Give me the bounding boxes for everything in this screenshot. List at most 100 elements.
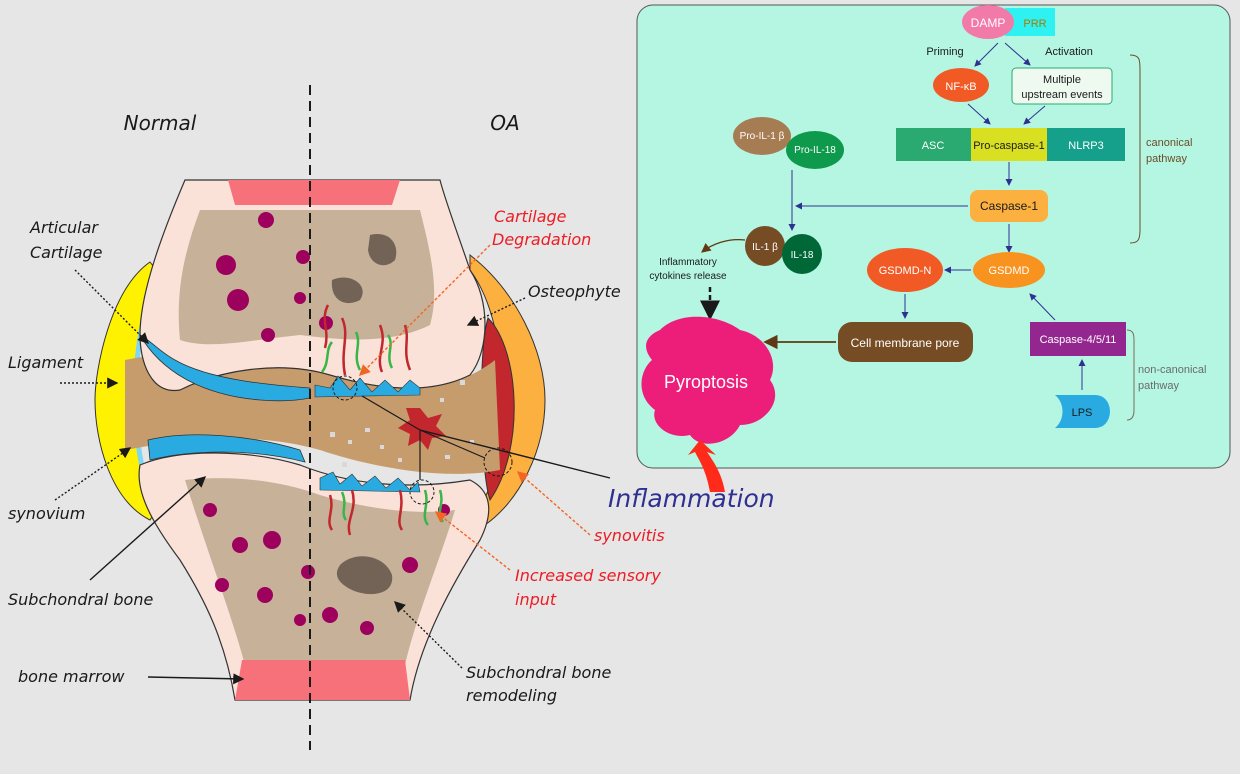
upstream-label-2: upstream events — [1021, 89, 1103, 101]
arrow-nfkb-inflammasome — [967, 103, 991, 125]
joint-illustration: Normal OA Articular Cartilage Ligament s… — [8, 85, 775, 750]
arrow-increased-sensory — [434, 511, 511, 571]
pyroptosis-label: Pyroptosis — [664, 372, 748, 392]
caspase4511-node — [1030, 322, 1126, 356]
il1b-node — [745, 226, 785, 266]
priming-label: Priming — [926, 46, 963, 58]
label-cartilage-degradation-1: Cartilage — [494, 207, 567, 226]
arrow-inflammation-pyroptosis — [688, 440, 725, 492]
focus-circle-synovitis — [483, 447, 513, 477]
label-subchondral-remodeling-2: remodeling — [466, 686, 557, 705]
upstream-events-node — [1011, 67, 1113, 105]
upstream-label-1: Multiple — [1043, 74, 1081, 86]
inflammation-burst — [398, 408, 446, 450]
label-synovitis: synovitis — [594, 526, 665, 545]
arrow-bone-marrow — [147, 673, 245, 685]
gsdmd-node — [973, 252, 1045, 288]
il18-label: IL-18 — [791, 250, 814, 261]
pro-il18-node — [786, 131, 844, 169]
pyroptosis-blob — [641, 316, 776, 444]
sensory-nerves — [320, 304, 445, 536]
label-increased-sensory-2: input — [515, 590, 557, 609]
label-subchondral-bone: Subchondral bone — [8, 590, 153, 609]
upper-bone-marrow-area — [178, 210, 435, 345]
cell-membrane-pore-node — [838, 322, 973, 362]
label-increased-sensory-1: Increased sensory — [515, 566, 661, 585]
prr-label: PRR — [1023, 18, 1046, 30]
nfkb-node — [933, 68, 989, 102]
upper-cartilage-oa — [314, 375, 421, 398]
caspase4511-label: Caspase-4/5/11 — [1040, 334, 1117, 346]
gsdmd-n-label: GSDMD-N — [879, 265, 932, 277]
arrow-cartilage-degradation — [359, 244, 491, 376]
damp-node — [962, 5, 1014, 39]
arrow-osteophyte — [466, 297, 526, 326]
arrow-synovitis — [516, 471, 591, 536]
focus-circle-sensory — [409, 479, 435, 505]
arrow-damp-nfkb — [974, 42, 999, 67]
label-inflammation: Inflammation — [608, 484, 775, 513]
asc-label: ASC — [922, 140, 945, 152]
label-ligament: Ligament — [8, 353, 84, 372]
asc-node — [896, 128, 971, 161]
nlrp3-label: NLRP3 — [1068, 140, 1103, 152]
inflammation-link-3 — [419, 429, 486, 459]
label-cartilage-degradation-2: Degradation — [492, 230, 591, 249]
focus-circle-cartilage — [332, 375, 358, 401]
pro-caspase1-label: Pro-caspase-1 — [973, 140, 1045, 152]
arrow-synovium — [54, 447, 132, 501]
pro-il18-label: Pro-IL-18 — [794, 145, 836, 156]
caspase1-label: Caspase-1 — [980, 199, 1038, 213]
label-oa: OA — [490, 111, 519, 135]
il1b-label: IL-1 β — [752, 242, 778, 253]
lower-growth-plate — [235, 660, 410, 700]
label-synovium: synovium — [8, 504, 85, 523]
arrow-subchondral-bone — [89, 476, 207, 581]
non-canonical-bracket — [1126, 329, 1135, 421]
nlrp3-node — [1047, 128, 1125, 161]
nfkb-label: NF-κB — [945, 81, 976, 93]
label-normal: Normal — [124, 111, 197, 135]
pro-caspase1-node — [971, 128, 1047, 161]
label-subchondral-remodeling-1: Subchondral bone — [466, 663, 611, 682]
oa-sclerosis-lower — [336, 556, 393, 595]
canonical-label-1: canonical — [1146, 137, 1192, 149]
lower-cartilage-normal — [147, 434, 306, 463]
non-canonical-label-1: non-canonical — [1138, 364, 1207, 376]
inflammation-link-1 — [361, 395, 421, 431]
pro-il1b-label: Pro-IL-1 β — [740, 131, 785, 142]
non-canonical-label-2: pathway — [1138, 380, 1179, 392]
label-articular-cartilage-2: Cartilage — [30, 243, 103, 262]
canonical-label-2: pathway — [1146, 153, 1187, 165]
damp-label: DAMP — [971, 16, 1006, 30]
lower-cartilage-oa — [319, 471, 421, 493]
oa-sclerosis-upper-2 — [331, 277, 363, 304]
label-bone-marrow: bone marrow — [18, 667, 125, 686]
arrow-caspase4511-gsdmd — [1029, 293, 1056, 321]
arrow-damp-upstream — [1004, 42, 1031, 66]
caspase1-node — [970, 190, 1048, 222]
inflammatory-release-1: Inflammatory — [659, 257, 717, 268]
lower-bone-marrow-area — [185, 478, 455, 665]
lps-label: LPS — [1072, 407, 1093, 419]
label-articular-cartilage-1: Articular — [29, 218, 99, 237]
oa-sclerosis-upper — [368, 234, 397, 266]
activation-label: Activation — [1045, 46, 1093, 58]
debris-particles — [330, 380, 474, 467]
gsdmd-label: GSDMD — [989, 265, 1030, 277]
label-osteophyte: Osteophyte — [528, 282, 621, 301]
arrow-articular-cartilage — [74, 269, 149, 344]
cell-membrane-pore-label: Cell membrane pore — [851, 336, 960, 350]
inflammatory-release-2: cytokines release — [649, 271, 727, 282]
gsdmd-n-node — [867, 248, 943, 292]
arrow-upstream-inflammasome — [1023, 105, 1046, 125]
arrow-il-release — [701, 239, 746, 253]
pro-il1b-node — [733, 117, 791, 155]
il18-node — [782, 234, 822, 274]
lps-node — [1055, 395, 1110, 428]
upper-growth-plate — [228, 180, 400, 205]
canonical-bracket — [1129, 54, 1141, 244]
inflammation-link-4 — [419, 429, 611, 479]
pyroptosis-panel: DAMP PRR Priming Activation NF-κB Multip… — [636, 4, 1231, 492]
